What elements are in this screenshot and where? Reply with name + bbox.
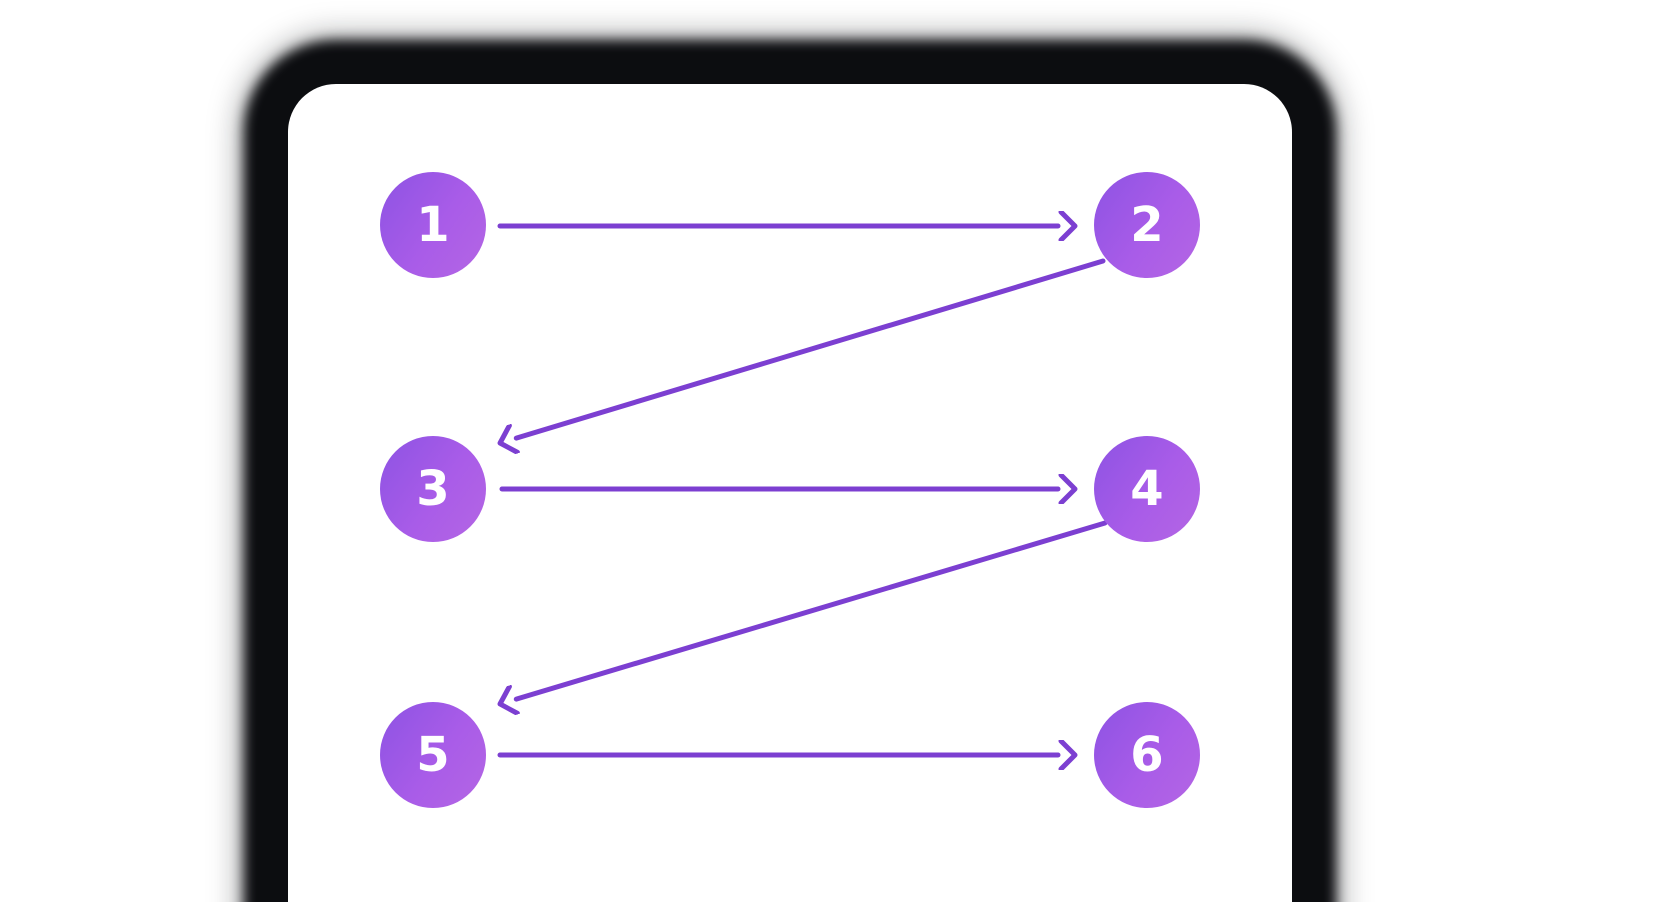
node-circle-2: 2	[1094, 172, 1200, 278]
node-circle-1: 1	[380, 172, 486, 278]
node-5-label: 5	[416, 727, 450, 783]
node-circle-6: 6	[1094, 702, 1200, 808]
node-1-label: 1	[416, 197, 450, 253]
node-circle-5: 5	[380, 702, 486, 808]
node-circle-4: 4	[1094, 436, 1200, 542]
node-6-label: 6	[1130, 727, 1164, 783]
node-4-label: 4	[1130, 461, 1164, 517]
node-3-label: 3	[416, 461, 450, 517]
node-2-label: 2	[1130, 197, 1164, 253]
node-circle-3: 3	[380, 436, 486, 542]
